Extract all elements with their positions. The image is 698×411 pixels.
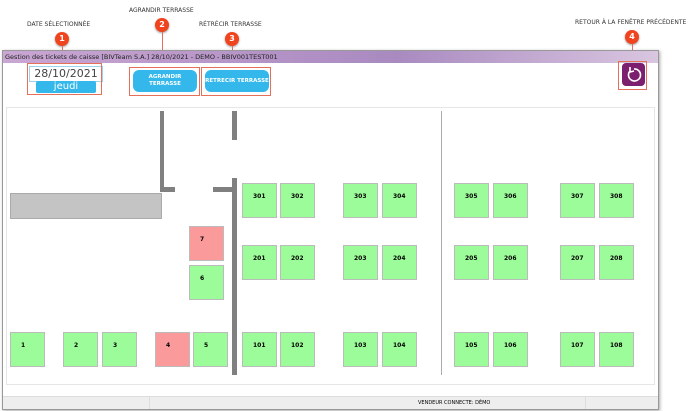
- wall: [232, 178, 237, 375]
- table-205[interactable]: 205: [454, 245, 489, 280]
- day-label: jeudi: [36, 81, 96, 93]
- table-107[interactable]: 107: [560, 332, 595, 367]
- table-307[interactable]: 307: [560, 183, 595, 218]
- annotation-label: RETOUR À LA FENÊTRE PRÉCÉDENTE: [575, 19, 687, 26]
- table-301[interactable]: 301: [242, 183, 277, 218]
- table-1[interactable]: 1: [10, 332, 45, 367]
- table-4[interactable]: 4: [155, 332, 190, 367]
- table-108[interactable]: 108: [599, 332, 634, 367]
- table-106[interactable]: 106: [493, 332, 528, 367]
- shrink-terrace-button[interactable]: RETRECIR TERRASSE: [205, 70, 269, 92]
- table-206[interactable]: 206: [493, 245, 528, 280]
- undo-arrow-icon: [627, 67, 642, 82]
- table-306[interactable]: 306: [493, 183, 528, 218]
- seller-status: VENDEUR CONNECTE: DÉMO: [418, 400, 491, 406]
- table-3[interactable]: 3: [102, 332, 137, 367]
- table-208[interactable]: 208: [599, 245, 634, 280]
- wall: [160, 187, 175, 192]
- table-302[interactable]: 302: [280, 183, 315, 218]
- table-7[interactable]: 7: [189, 226, 224, 261]
- table-6[interactable]: 6: [189, 265, 224, 300]
- table-207[interactable]: 207: [560, 245, 595, 280]
- status-bar: VENDEUR CONNECTE: DÉMO: [3, 396, 658, 409]
- table-303[interactable]: 303: [343, 183, 378, 218]
- wall: [213, 187, 233, 192]
- enlarge-terrace-button[interactable]: AGRANDIR TERRASSE: [133, 70, 197, 92]
- table-202[interactable]: 202: [280, 245, 315, 280]
- annotation-badge: 1: [55, 32, 69, 46]
- annotation-label: DATE SÉLECTIONNÉE: [27, 21, 91, 28]
- wall: [232, 111, 237, 140]
- table-2[interactable]: 2: [63, 332, 98, 367]
- divider: [441, 111, 442, 375]
- annotation-badge: 2: [155, 18, 169, 32]
- back-button[interactable]: [622, 63, 645, 86]
- wall: [160, 111, 164, 191]
- bar-counter: [10, 193, 162, 219]
- table-201[interactable]: 201: [242, 245, 277, 280]
- annotation-label: RÉTRÉCIR TERRASSE: [199, 21, 262, 28]
- table-102[interactable]: 102: [280, 332, 315, 367]
- table-304[interactable]: 304: [382, 183, 417, 218]
- table-104[interactable]: 104: [382, 332, 417, 367]
- table-305[interactable]: 305: [454, 183, 489, 218]
- annotation-badge: 3: [225, 32, 239, 46]
- table-105[interactable]: 105: [454, 332, 489, 367]
- table-5[interactable]: 5: [193, 332, 228, 367]
- window-title: Gestion des tickets de caisse [BIVTeam S…: [3, 51, 658, 63]
- table-101[interactable]: 101: [242, 332, 277, 367]
- table-308[interactable]: 308: [599, 183, 634, 218]
- table-203[interactable]: 203: [343, 245, 378, 280]
- floor-plan: [6, 107, 655, 385]
- table-204[interactable]: 204: [382, 245, 417, 280]
- annotation-badge: 4: [625, 30, 639, 44]
- table-103[interactable]: 103: [343, 332, 378, 367]
- annotation-label: AGRANDIR TERRASSE: [129, 7, 194, 14]
